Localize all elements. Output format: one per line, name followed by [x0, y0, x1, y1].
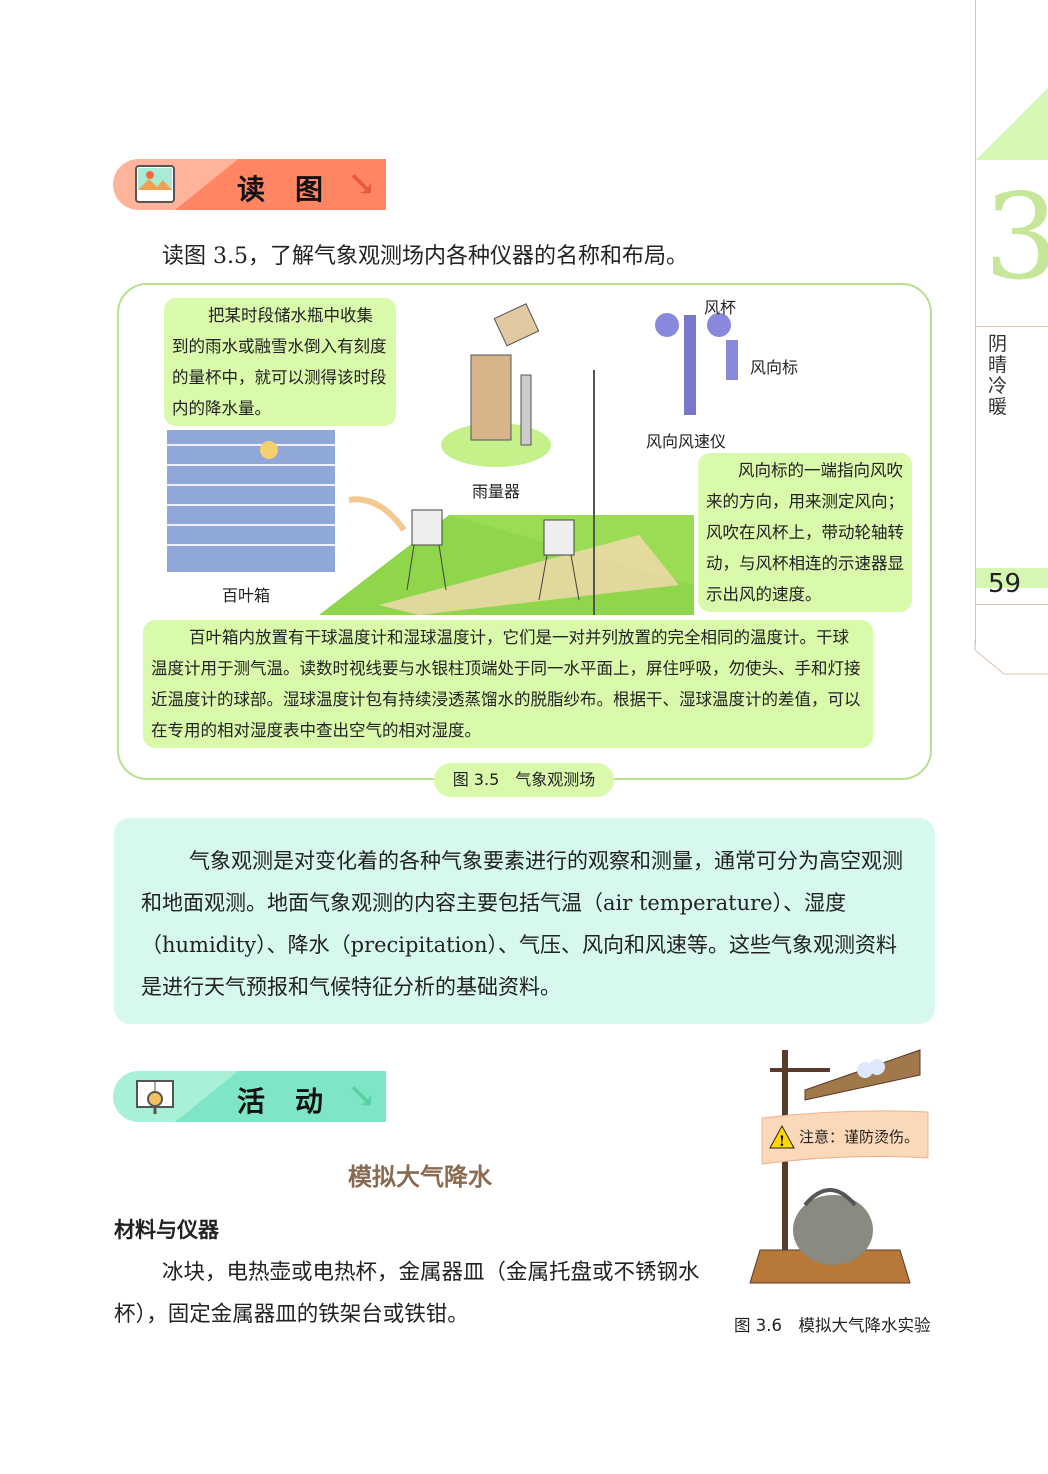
anemometer-callout: 风向标的一端指向风吹来的方向，用来测定风向；风吹在风杯上，带动轮轴转动，与风杯相…	[698, 453, 912, 612]
section-title: 活动	[237, 1085, 354, 1118]
read-figure-header: 读图 ↘	[113, 159, 386, 210]
label-anemometer: 风向风速仪	[646, 432, 727, 451]
intro-text: 读图 3.5，了解气象观测场内各种仪器的名称和布局。	[162, 244, 688, 269]
chapter-number: 3	[984, 168, 1048, 306]
book-magnifier-icon	[136, 1080, 174, 1114]
activity-header: 活动 ↘	[113, 1071, 386, 1122]
warning-banner: !	[761, 1110, 929, 1165]
arrow-icon: ↘	[347, 1076, 377, 1116]
picture-icon	[135, 165, 175, 203]
page-band	[976, 568, 1048, 588]
weather-station-illustration	[167, 303, 738, 615]
margin-line	[975, 0, 976, 645]
divider	[976, 326, 1048, 327]
chapter-title: 阴晴冷暖	[988, 333, 1008, 418]
corner-decoration	[974, 640, 1048, 675]
label-shutter-box: 百叶箱	[222, 586, 271, 605]
figure-caption: 图 3.6 模拟大气降水实验	[734, 1316, 931, 1335]
section-title: 读图	[237, 173, 354, 206]
materials-heading: 材料与仪器	[114, 1218, 219, 1242]
label-wind-vane: 风向标	[750, 358, 799, 377]
divider	[976, 604, 1048, 605]
rain-gauge-callout: 把某时段储水瓶中收集到的雨水或融雪水倒入有刻度的量杯中，就可以测得该时段内的降水…	[164, 298, 396, 426]
label-rain-gauge: 雨量器	[472, 482, 521, 501]
activity-title: 模拟大气降水	[348, 1163, 492, 1191]
body-paragraph: 气象观测是对变化着的各种气象要素进行的观察和测量，通常可分为高空观测和地面观测。…	[114, 818, 935, 1024]
arrow-icon: ↘	[347, 164, 377, 204]
page-number: 59	[988, 569, 1022, 599]
materials-text: 冰块，电热壶或电热杯，金属器皿（金属托盘或不锈钢水杯），固定金属器皿的铁架台或铁…	[114, 1260, 700, 1327]
shutter-box-callout: 百叶箱内放置有干球温度计和湿球温度计，它们是一对并列放置的完全相同的温度计。干球…	[143, 620, 873, 748]
corner-decoration	[976, 88, 1048, 160]
label-wind-cup: 风杯	[704, 298, 737, 317]
svg-text:!: !	[779, 1134, 785, 1150]
experiment-illustration	[749, 1049, 921, 1284]
figure-caption: 图 3.5 气象观测场	[434, 763, 614, 797]
warning-text: 注意：谨防烫伤。	[799, 1128, 920, 1146]
